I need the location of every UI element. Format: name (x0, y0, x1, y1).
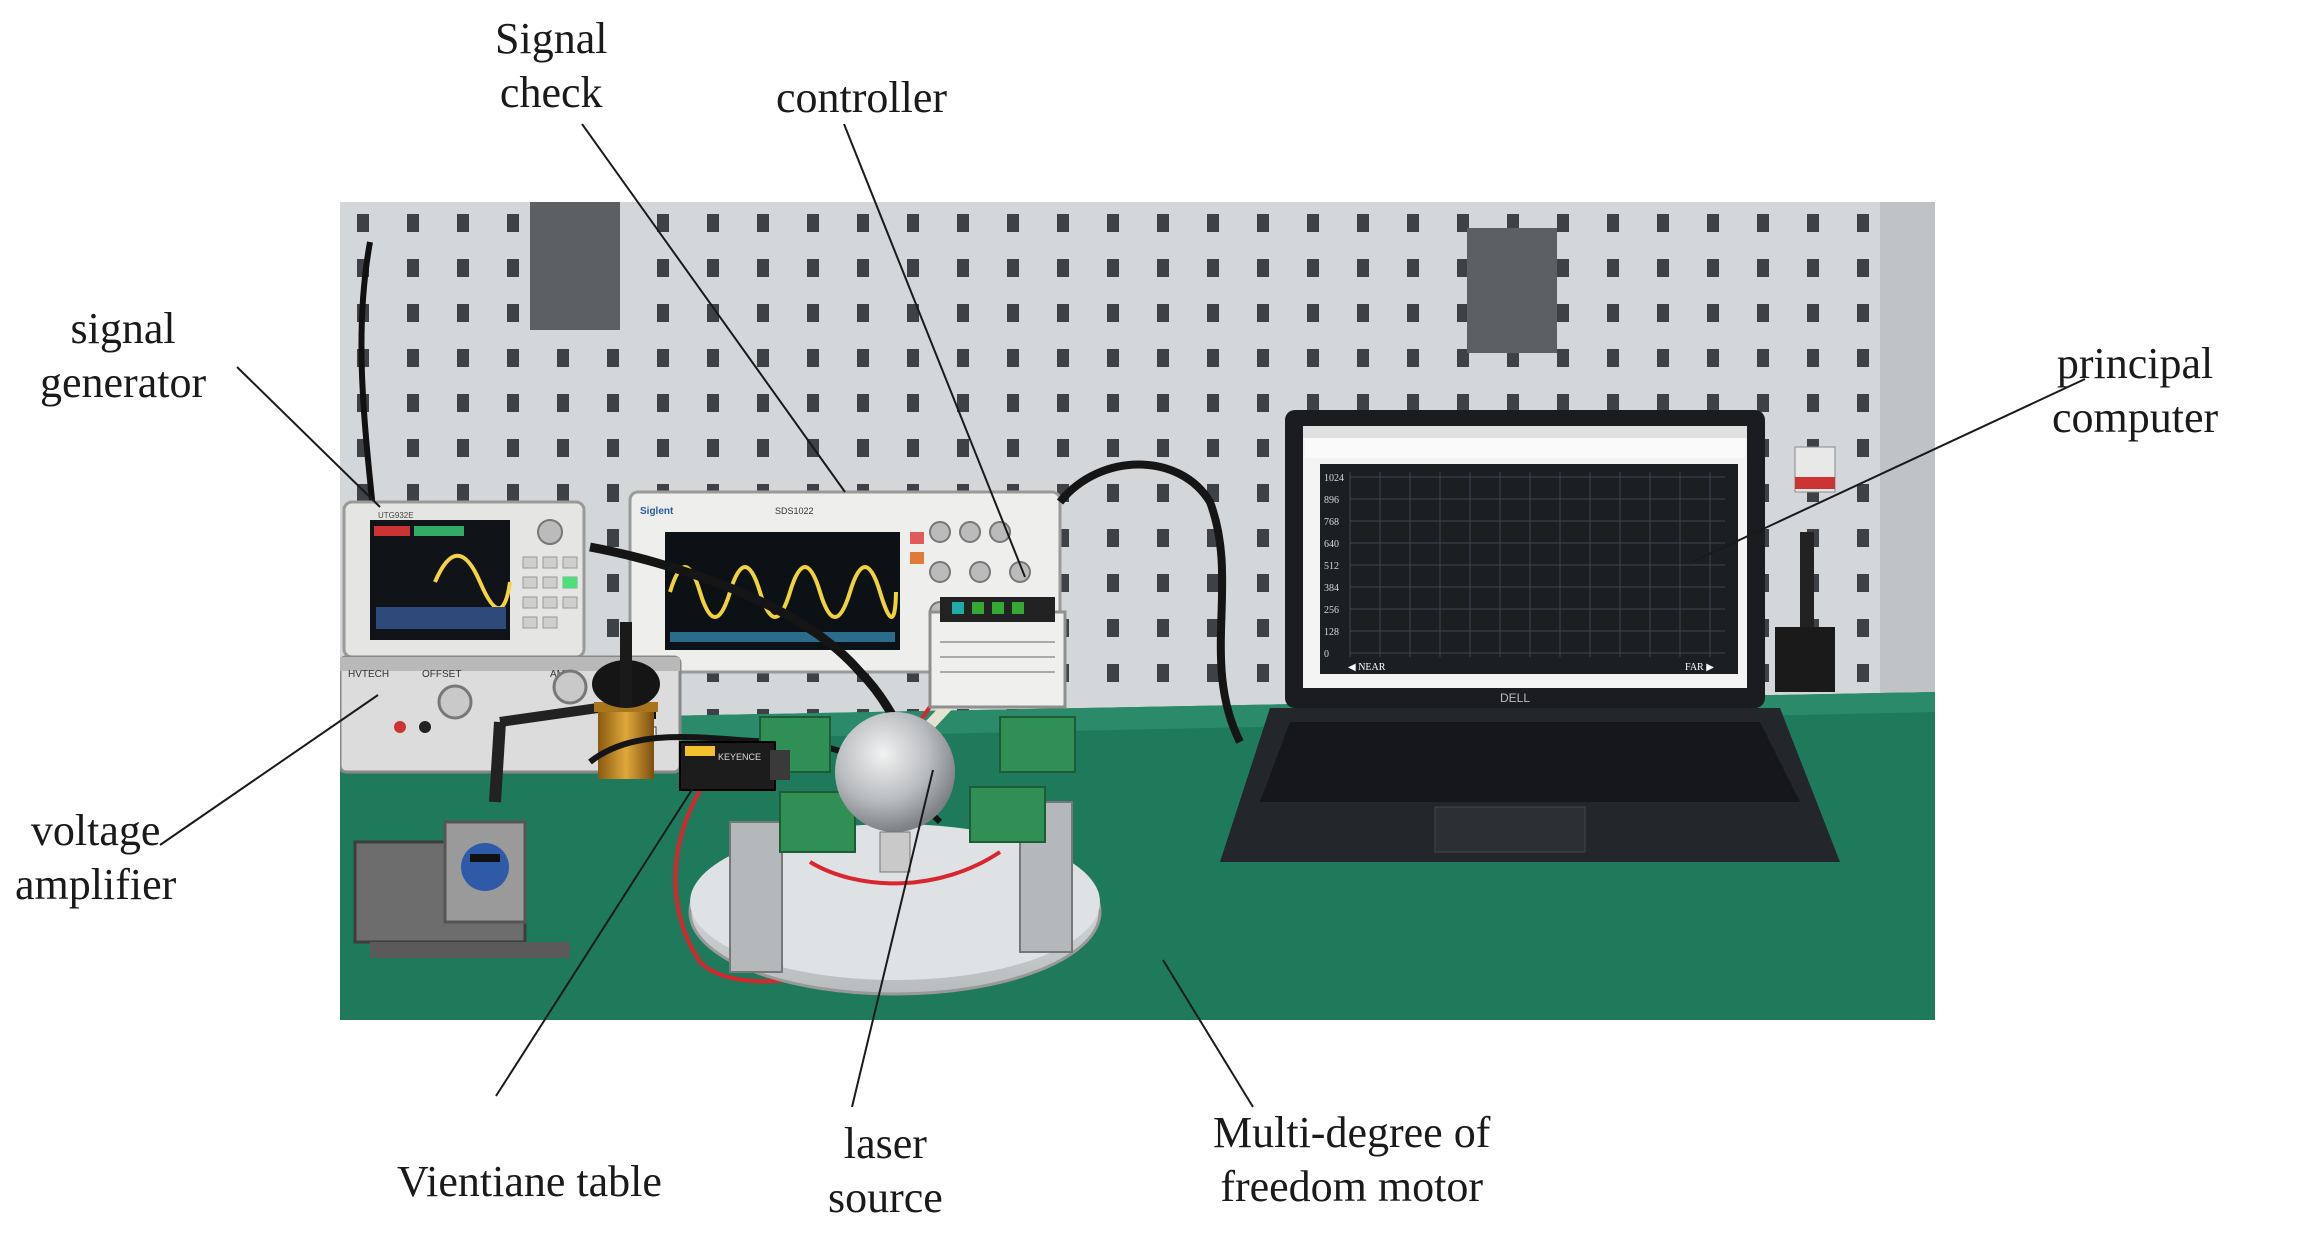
screen-y-tick: 768 (1324, 517, 1339, 528)
label-controller: controller (776, 73, 948, 122)
screen-y-tick: 640 (1324, 539, 1339, 550)
screen-y-tick: 1024 (1324, 473, 1344, 484)
label-vientiane-table: Vientiane table (397, 1157, 662, 1206)
oscilloscope-brand-text: SDS1022 (775, 506, 814, 516)
label-voltage-amplifier: voltage amplifier (15, 806, 177, 909)
screen-y-tick: 0 (1324, 649, 1329, 660)
controller-device (928, 597, 1067, 709)
screen-y-tick: 896 (1324, 495, 1339, 506)
laser-source-device: KEYENCE (679, 741, 790, 791)
label-signal-check: Signal check (495, 14, 608, 117)
lab-setup-photo: UTG932E SDS1022 Siglent HVTECH OFFSET AM… (340, 202, 1935, 1020)
label-signal-generator: signal generator (40, 304, 207, 407)
svg-text:OFFSET: OFFSET (422, 669, 461, 680)
screen-near-label: ◀ NEAR (1348, 662, 1386, 673)
screen-y-tick: 384 (1324, 583, 1339, 594)
screen-y-tick: 128 (1324, 627, 1339, 638)
svg-text:KEYENCE: KEYENCE (718, 752, 761, 762)
label-laser-source: laser source (828, 1119, 943, 1222)
screen-y-tick: 256 (1324, 605, 1339, 616)
screen-y-tick: 512 (1324, 561, 1339, 572)
screen-far-label: FAR ▶ (1685, 662, 1714, 673)
label-principal-computer: principal computer (2052, 339, 2219, 442)
laptop-brand-text: DELL (1500, 691, 1530, 705)
svg-text:Siglent: Siglent (640, 506, 674, 517)
generator-brand-text: UTG932E (378, 511, 414, 520)
svg-text:HVTECH: HVTECH (348, 669, 389, 680)
screen-y-ticks: 1024 896 768 640 512 384 256 128 0 (1324, 473, 1344, 660)
signal-generator-device: UTG932E (342, 500, 586, 659)
label-motor: Multi-degree of freedom motor (1213, 1108, 1491, 1211)
